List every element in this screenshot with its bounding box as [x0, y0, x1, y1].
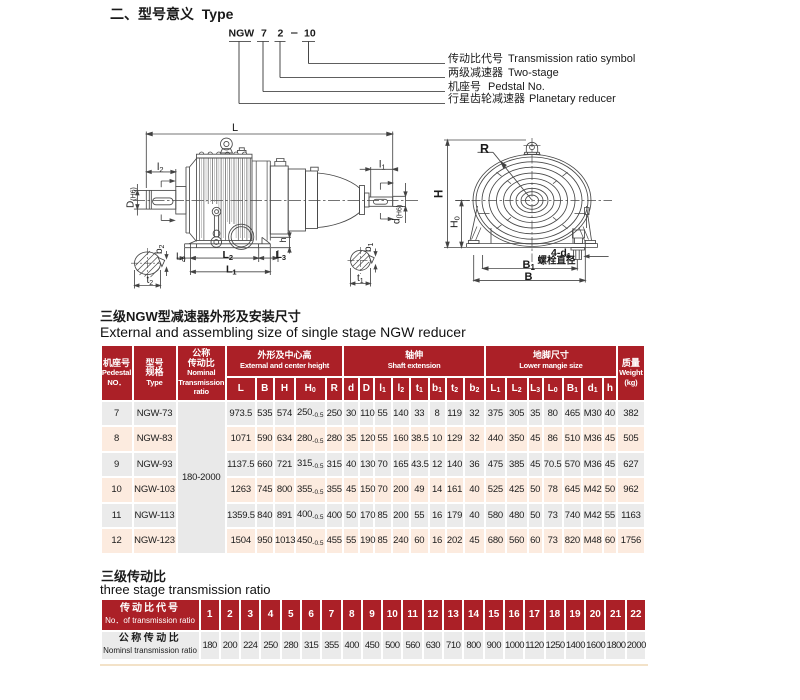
svg-text:机座号: 机座号 [448, 79, 481, 93]
svg-text:H: H [434, 190, 446, 198]
svg-text:L3: L3 [276, 249, 287, 262]
svg-text:B1: B1 [523, 259, 536, 272]
svg-text:L1: L1 [226, 264, 237, 277]
svg-text:b2: b2 [154, 244, 166, 254]
svg-text:d(H6): d(H6) [392, 205, 404, 224]
svg-text:H0: H0 [449, 216, 462, 228]
svg-text:4-d1: 4-d1 [551, 247, 571, 260]
svg-text:10: 10 [304, 28, 316, 40]
svg-text:两级减速器: 两级减速器 [448, 66, 503, 79]
svg-text:h: h [278, 237, 288, 242]
svg-text:Two-stage: Two-stage [508, 67, 559, 79]
svg-text:NGW: NGW [229, 28, 255, 40]
svg-text:Transmission ratio symbol: Transmission ratio symbol [508, 53, 635, 65]
svg-text:Pedstal No.: Pedstal No. [488, 81, 545, 93]
svg-text:L2: L2 [223, 249, 234, 262]
svg-text:b1: b1 [363, 242, 375, 252]
svg-text:B: B [525, 271, 533, 283]
svg-text:7: 7 [261, 28, 267, 40]
svg-text:l2: l2 [157, 161, 164, 174]
svg-text:螺栓直径: 螺栓直径 [538, 255, 577, 267]
svg-text:行星齿轮减速器: 行星齿轮减速器 [448, 91, 525, 105]
svg-text:l1: l1 [379, 159, 386, 172]
svg-text:传动比代号: 传动比代号 [448, 52, 503, 65]
svg-text:L0: L0 [176, 252, 186, 264]
svg-text:t2: t2 [147, 275, 154, 287]
svg-text:L: L [232, 122, 238, 134]
svg-text:t1: t1 [357, 273, 364, 285]
svg-text:Planetary reducer: Planetary reducer [529, 93, 616, 105]
svg-text:R: R [480, 142, 489, 156]
svg-text:2: 2 [278, 28, 284, 40]
svg-text:D(H6): D(H6) [126, 187, 138, 208]
